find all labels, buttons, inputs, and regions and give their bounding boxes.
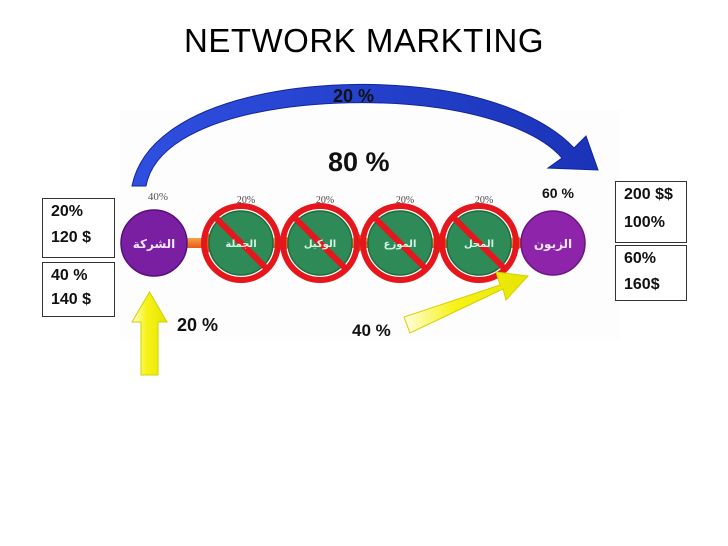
left-box-top: 20% 120 $: [42, 198, 115, 258]
right-box-top-amount: 200 $$: [624, 186, 673, 203]
prohibited-shop: [439, 203, 519, 283]
top-arc-arrow: [131, 83, 599, 187]
company-circle: [120, 209, 188, 277]
distributor-label: الموزع: [384, 239, 417, 250]
left-box-bottom-percent: 40 %: [51, 267, 88, 284]
bottom-right-percent: 40 %: [352, 321, 391, 340]
left-box-top-amount: 120 $: [51, 229, 92, 246]
prohibited-wholesale: [201, 203, 281, 283]
prohibited-distributor: [360, 203, 440, 283]
left-box-bottom-amount: 140 $: [51, 291, 92, 308]
wholesale-share: 20%: [237, 195, 255, 206]
shop-share: 20%: [475, 195, 493, 206]
diagonal-arrow: [403, 271, 530, 334]
customer-circle: [520, 210, 586, 276]
right-box-bottom: 60% 160$: [615, 245, 687, 301]
company-label: الشركة: [133, 237, 176, 251]
slide-title: NETWORK MARKTING: [184, 22, 544, 59]
right-box-bottom-percent: 60%: [624, 250, 657, 267]
right-box-top-percent: 100%: [624, 214, 665, 231]
customer-label: الزبون: [534, 237, 572, 252]
right-box-bottom-amount: 160$: [624, 276, 660, 293]
shop-label: المحل: [464, 239, 494, 250]
left-box-bottom: 40 % 140 $: [42, 262, 115, 317]
agent-share: 20%: [316, 195, 334, 206]
right-box-top: 200 $$ 100%: [615, 181, 687, 243]
wholesale-label: الجملة: [225, 239, 256, 250]
customer-percent: 60 %: [542, 185, 574, 201]
agent-label: الوكيل: [304, 239, 336, 250]
up-arrow: [131, 291, 168, 376]
distributor-share: 20%: [396, 195, 414, 206]
prohibited-agent: [280, 203, 360, 283]
bottom-left-percent: 20 %: [177, 315, 219, 335]
company-share: 40%: [148, 191, 168, 203]
top-arc-percent: 20 %: [333, 86, 375, 106]
left-box-top-percent: 20%: [51, 203, 84, 220]
middle-percent: 80 %: [328, 147, 390, 177]
